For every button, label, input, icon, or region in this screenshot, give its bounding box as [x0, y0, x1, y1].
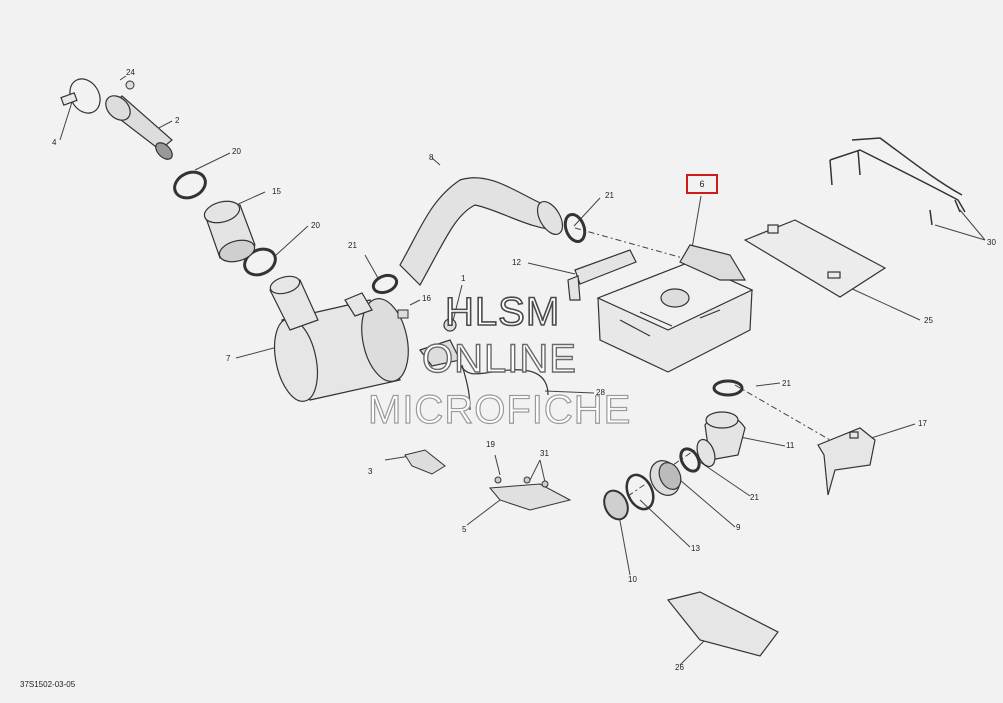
callout-9[interactable]: 9	[736, 523, 741, 532]
callout-28[interactable]: 28	[596, 388, 605, 397]
callout-21-top[interactable]: 21	[605, 191, 614, 200]
watermark-line-3: MICROFICHE	[367, 387, 632, 432]
callout-2[interactable]: 2	[175, 116, 180, 125]
callout-1[interactable]: 1	[461, 274, 466, 283]
callout-15[interactable]: 15	[272, 187, 281, 196]
callout-31[interactable]: 31	[540, 449, 549, 458]
callout-11[interactable]: 11	[786, 441, 795, 450]
callout-6-highlighted[interactable]: 6	[686, 174, 718, 194]
watermark-line-1: HLSM	[444, 289, 561, 335]
callout-3[interactable]: 3	[368, 467, 373, 476]
callout-26[interactable]: 26	[675, 663, 684, 672]
callout-21-right[interactable]: 21	[782, 379, 791, 388]
callout-20-lower[interactable]: 20	[311, 221, 320, 230]
watermark-line-2: ONLINE	[421, 336, 577, 381]
callout-21-left[interactable]: 21	[348, 241, 357, 250]
callout-7[interactable]: 7	[226, 354, 231, 363]
callout-20-upper[interactable]: 20	[232, 147, 241, 156]
callout-4[interactable]: 4	[52, 138, 57, 147]
callout-10[interactable]: 10	[628, 575, 637, 584]
callout-17[interactable]: 17	[918, 419, 927, 428]
callout-5[interactable]: 5	[462, 525, 467, 534]
callout-8[interactable]: 8	[429, 153, 434, 162]
callout-12[interactable]: 12	[512, 258, 521, 267]
callout-24[interactable]: 24	[126, 68, 135, 77]
callout-13[interactable]: 13	[691, 544, 700, 553]
callout-19[interactable]: 19	[486, 440, 495, 449]
callout-30[interactable]: 30	[987, 238, 996, 247]
document-reference: 37S1502-03-05	[20, 680, 76, 689]
callout-16[interactable]: 16	[422, 294, 431, 303]
callout-21-bottom[interactable]: 21	[750, 493, 759, 502]
callout-25[interactable]: 25	[924, 316, 933, 325]
